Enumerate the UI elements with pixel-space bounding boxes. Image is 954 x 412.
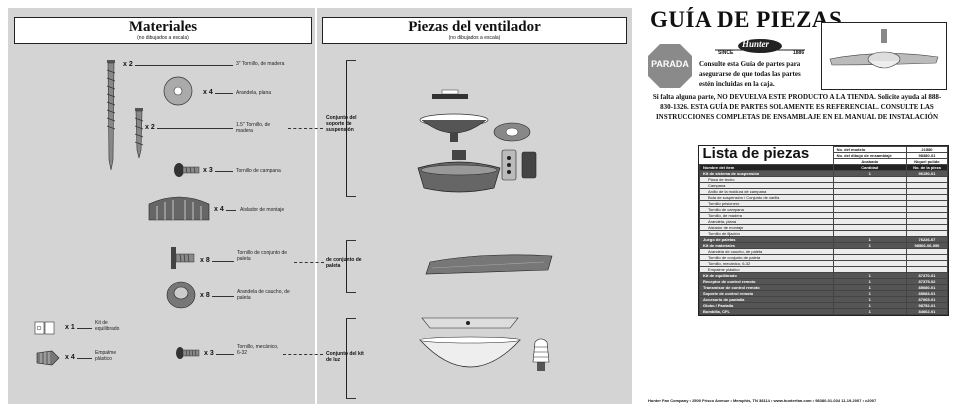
hunter-logo-text: Hunter [742, 39, 770, 49]
stop-sign-icon [648, 44, 692, 88]
flat-washer-label: Arandela, plana [236, 90, 272, 96]
wood-screw-long-qty: x 2 [123, 61, 133, 68]
blade-group-label-box: de conjunto de paleta [323, 255, 367, 269]
remote-control-icon [501, 149, 537, 181]
part-number-cell: 84662-01 [905, 308, 949, 315]
fan-parts-subtitle: (no dibujados a escala) [448, 35, 501, 41]
footer-text: Hunter Fan Company • 2500 Frisco Avenue … [648, 398, 877, 403]
wood-screw-short-label: 1.5" Tornillo, de madera [236, 122, 271, 134]
suspension-group-label-box: Conjunto del soporte de suspensión [323, 113, 367, 135]
hunter-logo-icon [715, 39, 805, 53]
wood-screw-long-icon [106, 60, 116, 171]
downrod-ball-icon [493, 122, 531, 142]
balancing-kit-qty: x 1 [65, 324, 75, 331]
mounting-isolator-label: Aislador de montaje [240, 207, 285, 213]
motor-housing-icon [417, 150, 501, 193]
fan-parts-header: Piezas del ventilador (no dibujados a es… [322, 17, 627, 44]
machine-screw-qty: x 3 [204, 350, 214, 357]
mounting-isolator-qty: x 4 [214, 206, 224, 213]
flat-washer-icon [163, 76, 193, 106]
rubber-washer-qty: x 8 [200, 292, 210, 299]
blade-screw-icon [171, 247, 195, 269]
cfl-bulb-icon [532, 338, 550, 371]
mounting-isolator-icon [148, 196, 210, 221]
table-row: Tornillo de conjunto de paleta [699, 254, 949, 261]
guide-title: GUÍA DE PIEZAS [650, 7, 843, 32]
canopy-screw-label: Tornillo de campana [236, 168, 281, 174]
suspension-group-label: Conjunto del soporte de suspensión [326, 115, 357, 133]
balancing-kit-label: Kit de equilibrado [95, 320, 120, 332]
fan-blade-icon [425, 254, 553, 275]
materials-title: Materiales [128, 19, 198, 35]
rubber-washer-label: Arandela de caucho, de paleta [237, 289, 290, 301]
consult-text: Consulte esta Guía de partes para asegur… [699, 60, 801, 88]
wood-screw-short-qty: x 2 [145, 124, 155, 131]
part-name-cell: Bombilla, CFL [699, 308, 834, 315]
parts-list: Lista de piezas No. del modelo 21580 No.… [698, 145, 949, 316]
machine-screw-icon [176, 347, 200, 359]
fan-parts-title: Piezas del ventilador [408, 19, 541, 35]
glass-shade-icon [419, 336, 521, 368]
materials-subtitle: (no dibujados a escala) [137, 35, 189, 41]
parts-table: Lista de piezas No. del modelo 21580 No.… [699, 145, 949, 315]
panel-divider [315, 8, 317, 404]
light-kit-group-label-box: Conjunto del kit de luz [323, 349, 367, 363]
since-label: SINCE [718, 50, 734, 56]
wood-screw-long-label: 3" Tornillo, de madera [236, 61, 285, 67]
rubber-washer-icon [166, 281, 196, 309]
fan-photo [821, 22, 947, 90]
part-qty-cell: 1 [832, 308, 907, 315]
wire-connector-icon [36, 350, 60, 366]
ceiling-fan-icon [829, 29, 939, 69]
parts-list-title: Lista de piezas [702, 145, 810, 163]
balancing-kit-icon [34, 321, 55, 335]
canopy-screw-icon [174, 163, 200, 177]
canopy-icon [419, 113, 489, 142]
canopy-screw-qty: x 3 [203, 167, 213, 174]
blade-screw-qty: x 8 [200, 257, 210, 264]
warning-text: Si falta alguna parte, NO DEVUELVA ESTE … [652, 93, 942, 121]
stop-label: PARADA [651, 59, 689, 69]
flat-washer-qty: x 4 [203, 89, 213, 96]
light-fitter-icon [421, 317, 519, 329]
ceiling-plate-icon [432, 89, 468, 99]
wire-connector-qty: x 4 [65, 354, 75, 361]
table-row: Campana [699, 182, 949, 189]
materials-header: Materiales (no dibujados a escala) [14, 17, 312, 44]
blade-screw-label: Tornillo de conjunto de paleta [237, 250, 288, 262]
since-year: 1886 [793, 50, 805, 56]
blade-group-label: de conjunto de paleta [326, 257, 362, 269]
wire-connector-label: Empalme plástico [95, 350, 117, 362]
wood-screw-short-icon [134, 108, 144, 159]
light-kit-group-label: Conjunto del kit de luz [326, 351, 364, 363]
machine-screw-label: Tornillo, mecánico, 6-32 [237, 344, 279, 356]
